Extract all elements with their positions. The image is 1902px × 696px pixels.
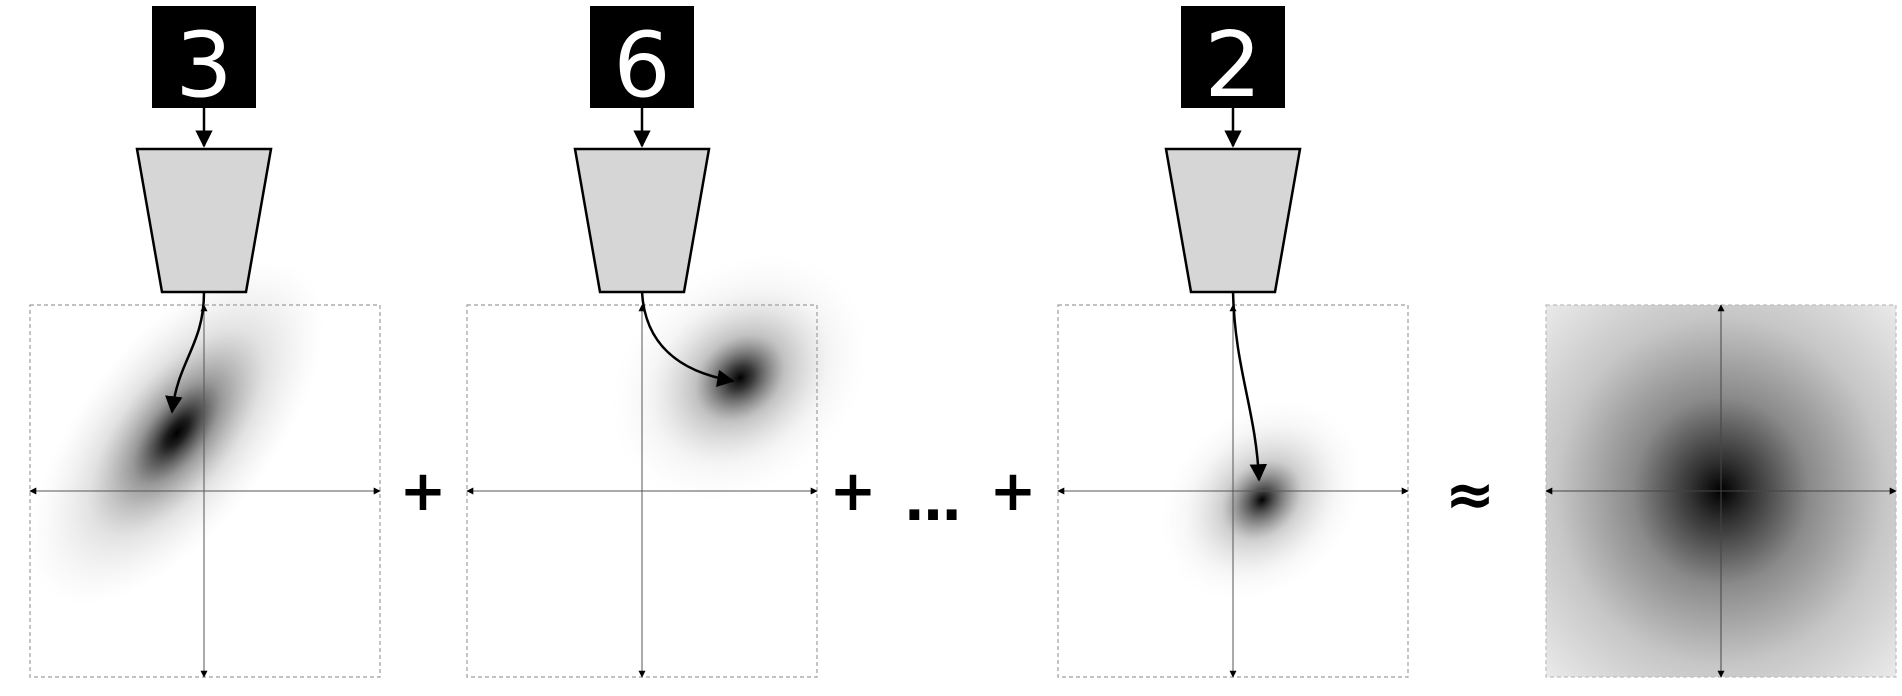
plus-sign-3: + — [990, 459, 1037, 524]
aggregate-posterior — [1545, 304, 1897, 678]
plus-sign-1: + — [400, 459, 447, 524]
axes-prior — [1545, 304, 1897, 678]
latent-arrow-1 — [165, 291, 206, 414]
digit-image-2 — [590, 6, 694, 108]
encoder-2 — [573, 147, 711, 294]
latent-arrow-2 — [640, 291, 735, 387]
posterior-blob-2 — [611, 254, 869, 502]
digit-label-2: 6 — [613, 13, 670, 118]
digit-label-3: 2 — [1204, 13, 1261, 118]
latent-arrow-3 — [1231, 291, 1268, 482]
axes-3 — [1057, 304, 1409, 678]
approx-sign: ≈ — [1445, 460, 1495, 530]
digit-image-3 — [1181, 6, 1285, 108]
axes-1 — [29, 304, 381, 678]
column-2: 6 — [466, 6, 869, 678]
column-3: 2 — [1057, 6, 1409, 678]
posterior-blob-3 — [1161, 399, 1363, 601]
plus-sign-2: + — [830, 459, 877, 524]
posterior-blob-1 — [30, 261, 324, 605]
column-1: 3 — [29, 6, 381, 678]
encoder-1 — [135, 147, 273, 294]
digit-image-1 — [152, 6, 256, 108]
ellipsis: … — [905, 469, 961, 534]
digit-label-1: 3 — [175, 13, 232, 118]
encoder-3 — [1164, 147, 1302, 294]
axes-2 — [466, 304, 818, 678]
